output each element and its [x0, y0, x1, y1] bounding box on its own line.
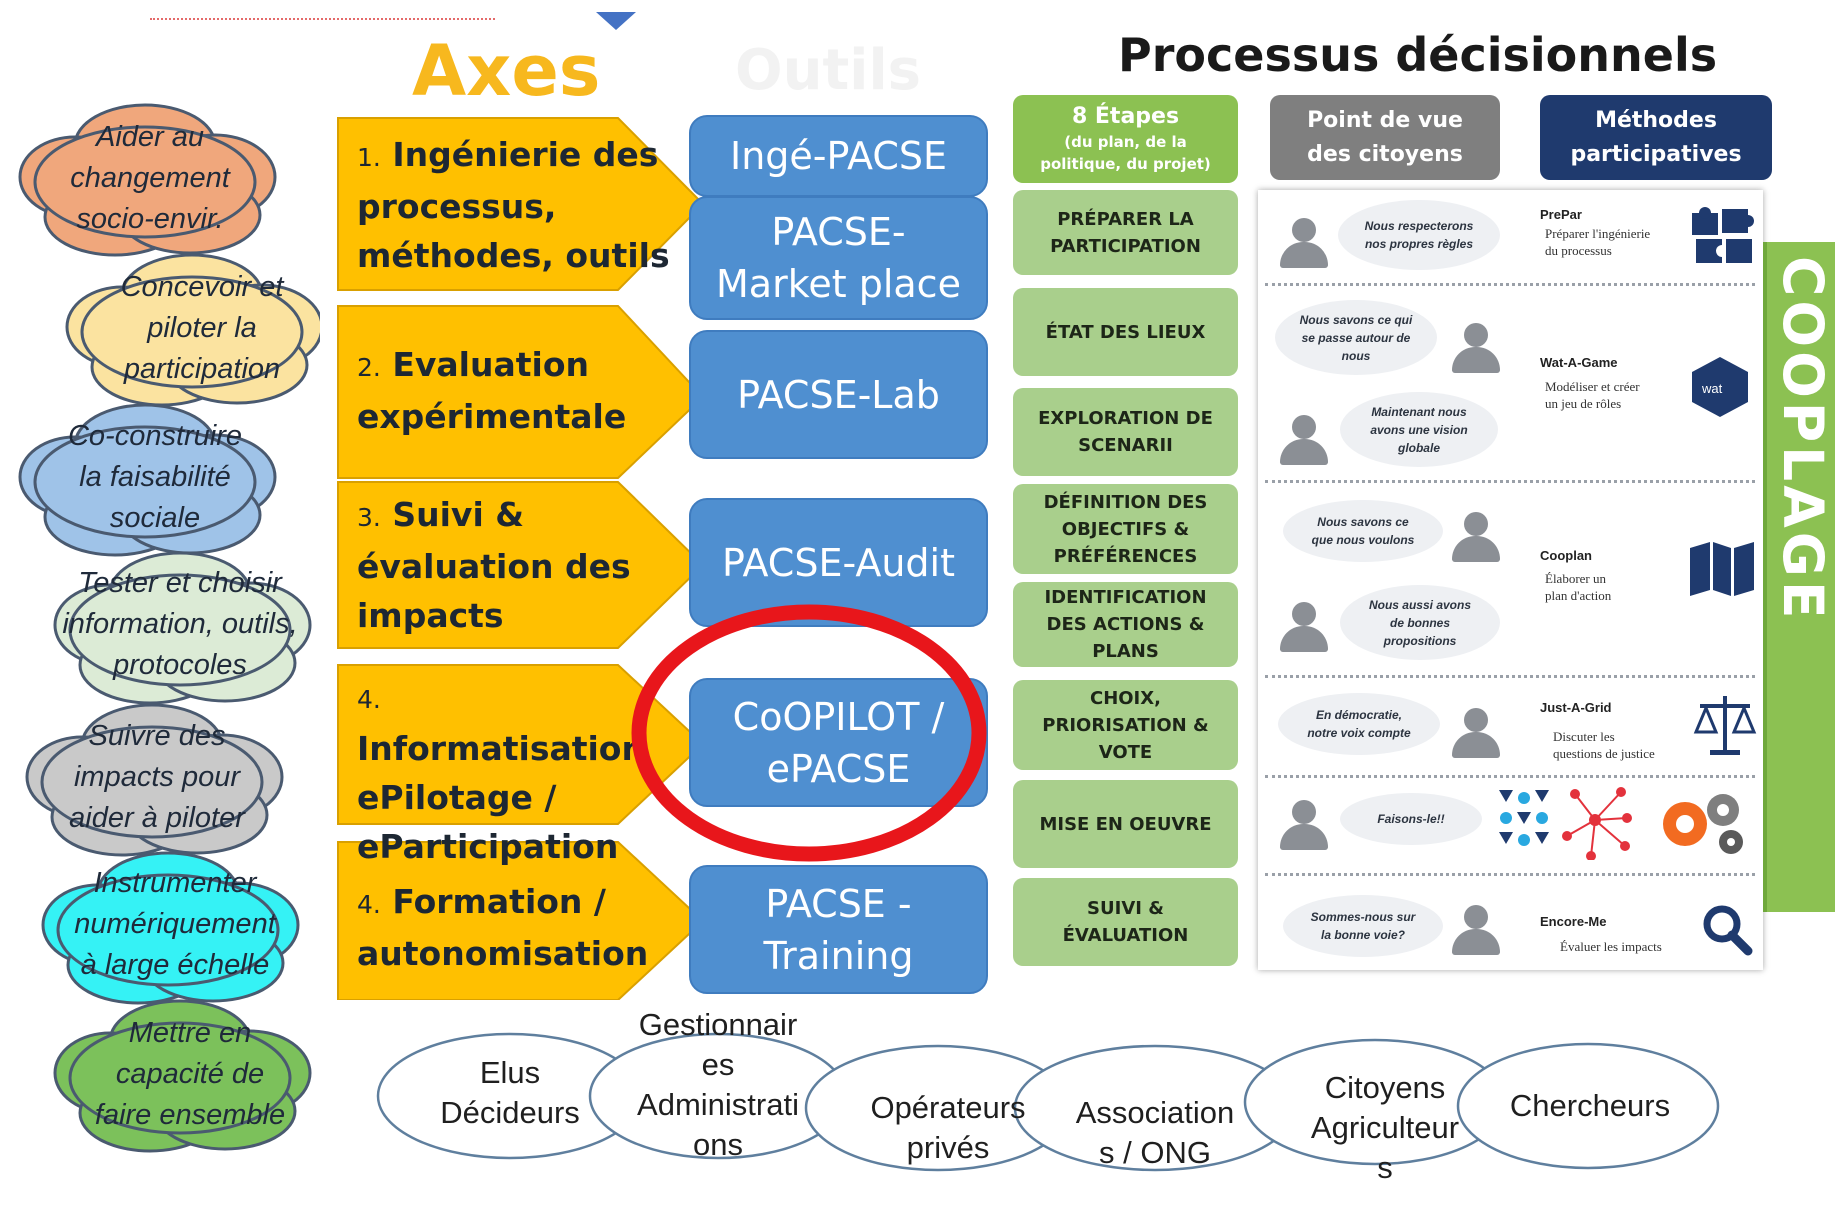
cloud-5-text: Suivre des impacts pour aider à piloter: [69, 720, 245, 834]
row-divider: [1265, 675, 1755, 678]
axes-title: Axes: [412, 30, 601, 112]
tool-coopilot-epacse: CoOPILOT / ePACSE: [689, 678, 988, 807]
magnifier-icon: [1703, 905, 1753, 956]
cooplage-banner-text: COOPLAGE: [1771, 256, 1835, 623]
citizen-quote-3: Maintenant nous avons une vision globale: [1340, 392, 1498, 467]
actor-gestionnaires: Gestionnair es Administrati ons: [637, 1007, 799, 1162]
network-graphic-icon: [1499, 787, 1743, 860]
step-4: DÉFINITION DES OBJECTIFS & PRÉFÉRENCES: [1013, 484, 1238, 574]
cloud-3-text: Co-construire la faisabilité sociale: [67, 420, 243, 534]
cloud-2-text: Concevoir et piloter la participation: [120, 271, 284, 385]
cloud-7-text: Mettre en capacité de faire ensemble: [94, 1017, 286, 1131]
citizen-quote-2: Nous savons ce qui se passe autour de no…: [1275, 300, 1437, 375]
step-3: EXPLORATION DE SCENARII: [1013, 388, 1238, 476]
axis-3-label: 3. Suivi & évaluation des impacts: [357, 495, 631, 635]
step-8: SUIVI & ÉVALUATION: [1013, 878, 1238, 966]
axis-arrows: [337, 117, 705, 1000]
svg-text:wat: wat: [1701, 381, 1723, 396]
tools-title-faded: Outils: [735, 38, 921, 103]
axis-4-label: 4. Informatisation ePilotage / eParticip…: [357, 685, 645, 866]
axis-2-label: 2. Evaluation expérimentale: [357, 345, 627, 436]
method-cooplan-desc: Élaborer un plan d'action: [1545, 571, 1612, 603]
header-8-steps-sub: (du plan, de la politique, du projet): [1040, 133, 1211, 173]
actor-operateurs: Opérateurs privés: [870, 1090, 1026, 1165]
row-divider: [1265, 480, 1755, 483]
method-cooplan-name: Cooplan: [1540, 548, 1592, 563]
header-methods: Méthodes participatives: [1540, 95, 1772, 180]
actor-elus: Elus Décideurs: [440, 1055, 580, 1130]
method-encore-me-name: Encore-Me: [1540, 914, 1607, 929]
actor-associations: Association s / ONG: [1075, 1095, 1235, 1170]
axis-1-label: 1. Ingénierie des processus, méthodes, o…: [357, 135, 670, 275]
tool-pacse-audit: PACSE-Audit: [689, 498, 988, 627]
cloud-4-text: Tester et choisir information, outils, p…: [62, 567, 298, 681]
citizen-person-icon: [1450, 905, 1502, 955]
triangle-marker-icon: [596, 12, 636, 30]
citizen-person-icon: [1450, 708, 1502, 758]
actors-row: [376, 1032, 1720, 1172]
axis-arrow-2: [337, 305, 705, 479]
row-divider: [1265, 775, 1755, 778]
process-title: Processus décisionnels: [1118, 28, 1718, 82]
tool-pacse-lab: PACSE-Lab: [689, 330, 988, 459]
method-prepar-name: PrePar: [1540, 207, 1582, 222]
citizen-person-icon: [1278, 218, 1330, 268]
axis-arrow-5: [337, 841, 705, 1000]
citizen-quote-5: Nous aussi avons de bonnes propositions: [1340, 585, 1500, 660]
citizen-person-icon: [1278, 800, 1330, 850]
axis-arrow-1: [337, 117, 705, 291]
citizen-quote-4: Nous savons ce que nous voulons: [1283, 500, 1443, 562]
squiggle-underline: [150, 18, 495, 20]
step-7: MISE EN OEUVRE: [1013, 780, 1238, 868]
axis-arrow-3: [337, 481, 705, 649]
citizen-quote-1: Nous respecterons nos propres règles: [1338, 200, 1500, 270]
row-divider: [1265, 283, 1755, 286]
actor-citoyens: Citoyens Agriculteur s: [1310, 1070, 1460, 1185]
method-prepar-desc: Préparer l'ingénierie du processus: [1545, 226, 1651, 258]
step-1: PRÉPARER LA PARTICIPATION: [1013, 190, 1238, 275]
cloud-6-text: Instrumenter numériquement à large échel…: [74, 867, 276, 981]
cloud-1-text: Aider au changement socio-envir.: [70, 121, 230, 235]
method-encore-me-desc: Évaluer les impacts: [1560, 939, 1662, 954]
wat-a-game-logo-icon: wat: [1692, 357, 1748, 417]
actor-chercheurs: Chercheurs: [1509, 1088, 1671, 1123]
step-5: IDENTIFICATION DES ACTIONS & PLANS: [1013, 582, 1238, 667]
header-8-steps-title: 8 Étapes: [1071, 104, 1180, 129]
method-wat-a-game-desc: Modéliser et créer un jeu de rôles: [1545, 379, 1640, 411]
scales-icon: [1693, 696, 1757, 755]
header-8-steps: 8 Étapes (du plan, de la politique, du p…: [1013, 95, 1238, 183]
citizen-person-icon: [1278, 415, 1330, 465]
puzzle-icon: [1692, 207, 1754, 263]
step-2: ÉTAT DES LIEUX: [1013, 288, 1238, 376]
row-divider: [1265, 873, 1755, 876]
citizen-person-icon: [1278, 602, 1330, 652]
tool-inge-pacse: Ingé-PACSE: [689, 115, 988, 197]
citizen-person-icon: [1450, 512, 1502, 562]
citizen-person-icon: [1450, 323, 1502, 373]
tool-pacse-market-place: PACSE- Market place: [689, 196, 988, 320]
map-icon: [1690, 542, 1754, 596]
header-citizens: Point de vue des citoyens: [1270, 95, 1500, 180]
tool-pacse-training: PACSE - Training: [689, 865, 988, 994]
method-wat-a-game-name: Wat-A-Game: [1540, 355, 1618, 370]
method-just-a-grid-desc: Discuter les questions de justice: [1553, 729, 1655, 761]
method-just-a-grid-name: Just-A-Grid: [1540, 700, 1612, 715]
cooplage-banner: COOPLAGE: [1763, 242, 1835, 912]
citizen-quote-8: Sommes-nous sur la bonne voie?: [1283, 895, 1443, 957]
citizen-quote-6: En démocratie, notre voix compte: [1278, 693, 1440, 755]
axis-5-label: 4. Formation / autonomisation: [357, 882, 649, 973]
highlight-ring: [631, 604, 987, 862]
step-6: CHOIX, PRIORISATION & VOTE: [1013, 680, 1238, 770]
citizen-quote-7: Faisons-le!!: [1340, 793, 1482, 845]
